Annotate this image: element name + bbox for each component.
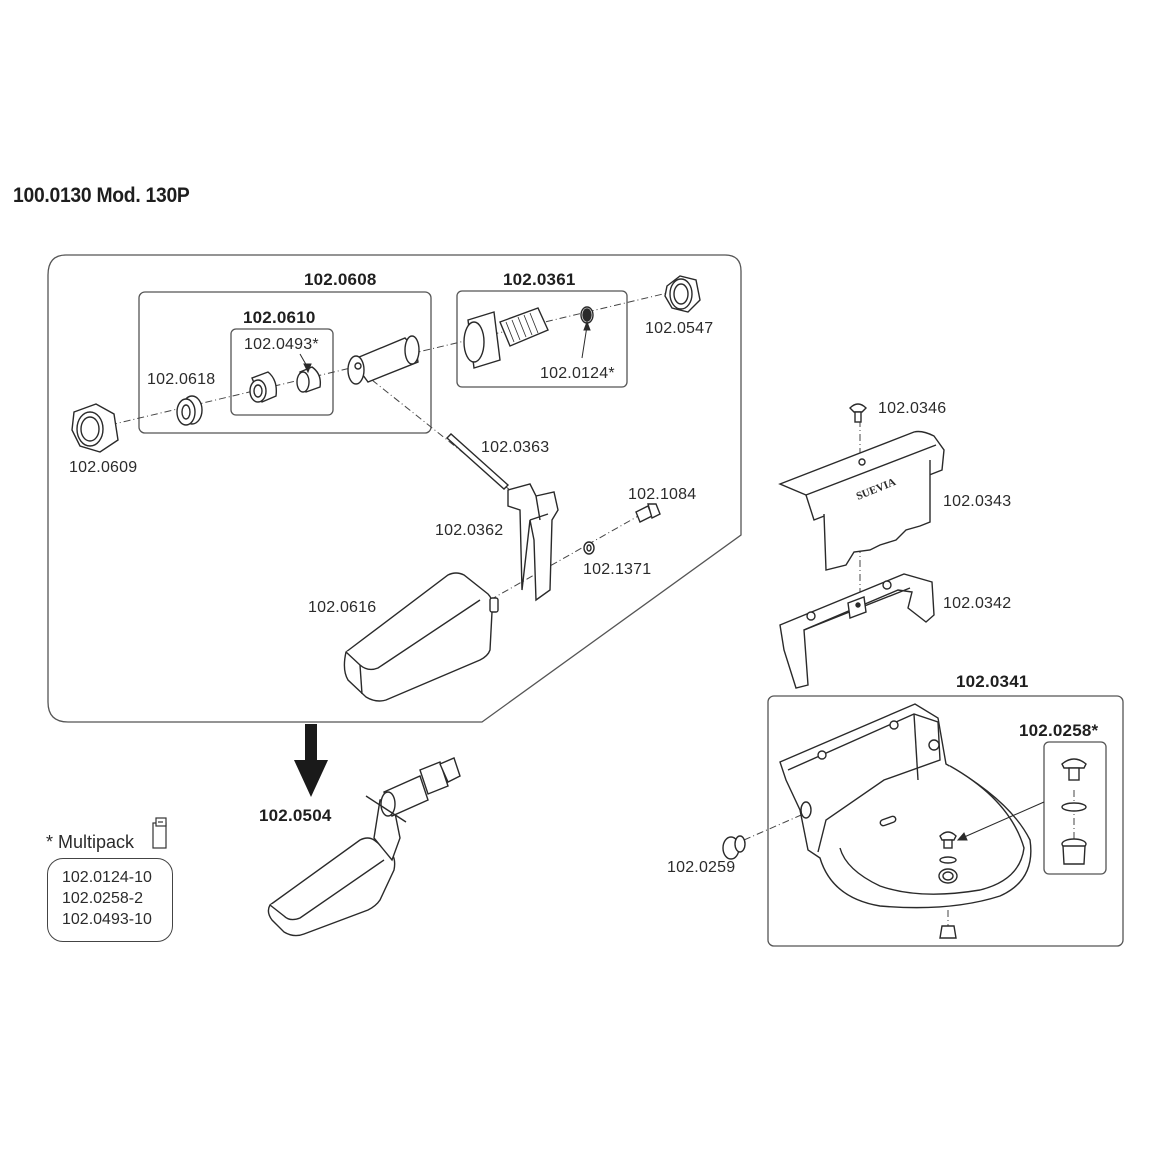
- valve-seat-insert-part: [296, 366, 322, 393]
- label-102-0363: 102.0363: [481, 439, 550, 456]
- label-102-0608: 102.0608: [304, 270, 377, 289]
- multipack-item: 102.0493-10: [62, 911, 152, 928]
- complete-float-valve-part: [267, 757, 461, 937]
- union-nut-left-part: [71, 403, 119, 453]
- label-102-0362: 102.0362: [435, 522, 504, 539]
- label-102-0493: 102.0493*: [244, 336, 319, 353]
- small-washer-part: [583, 541, 595, 555]
- washer-ring-part: [176, 395, 203, 426]
- lever-part: [507, 483, 559, 602]
- diagram-title: 100.0130 Mod. 130P: [13, 184, 190, 207]
- assembly-0361-frame: [456, 290, 628, 388]
- threaded-connector-part: [463, 307, 549, 369]
- assembly-0608-frame: [138, 291, 432, 434]
- label-102-0342: 102.0342: [943, 595, 1012, 612]
- label-102-0259: 102.0259: [667, 859, 736, 876]
- label-102-0124: 102.0124*: [540, 365, 615, 382]
- bracket-part: [779, 573, 935, 689]
- label-102-1371: 102.1371: [583, 561, 652, 578]
- drain-kit-parts: [1061, 758, 1087, 865]
- valve-assembly-frame: [47, 254, 742, 723]
- valve-body-part: [249, 371, 278, 403]
- multipack-icon: [152, 817, 167, 849]
- label-102-0504: 102.0504: [259, 806, 332, 825]
- union-nut-right-part: [664, 275, 701, 313]
- label-102-1084: 102.1084: [628, 486, 697, 503]
- drain-kit-frame: [1043, 741, 1107, 875]
- label-102-0346: 102.0346: [878, 400, 947, 417]
- label-102-0361: 102.0361: [503, 270, 576, 289]
- label-102-0343: 102.0343: [943, 493, 1012, 510]
- multipack-item: 102.0124-10: [62, 869, 152, 886]
- float-part: [343, 572, 499, 702]
- cover-part: [778, 430, 945, 571]
- label-102-0258: 102.0258*: [1019, 721, 1099, 740]
- drinking-bowl-part: [779, 703, 1032, 939]
- multipack-item: 102.0258-2: [62, 890, 143, 907]
- screw-part: [635, 503, 661, 523]
- label-102-0610: 102.0610: [243, 308, 316, 327]
- label-102-0547: 102.0547: [645, 320, 714, 337]
- label-102-0618: 102.0618: [147, 371, 216, 388]
- bowl-assembly-frame: [767, 695, 1124, 947]
- label-102-0609: 102.0609: [69, 459, 138, 476]
- down-arrow-icon: [294, 724, 328, 797]
- plug-part: [722, 835, 746, 860]
- label-102-0341: 102.0341: [956, 672, 1029, 691]
- pin-part: [445, 433, 510, 490]
- cover-screw-part: [849, 403, 867, 423]
- label-102-0616: 102.0616: [308, 599, 377, 616]
- multipack-heading: * Multipack: [46, 832, 135, 852]
- valve-cylinder-part: [347, 335, 420, 385]
- multipack-list: 102.0124-10 102.0258-2 102.0493-10: [47, 858, 173, 942]
